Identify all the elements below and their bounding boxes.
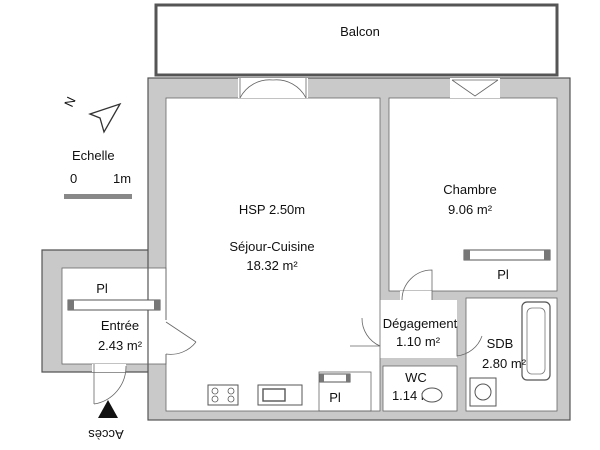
front-door: [92, 364, 127, 405]
access-arrow-icon: [98, 400, 118, 418]
degagement-area: 1.10 m²: [396, 334, 441, 349]
compass-icon: N: [61, 94, 122, 134]
scale-title: Echelle: [72, 148, 115, 163]
scale-zero: 0: [70, 171, 77, 186]
scale-bar: [64, 194, 132, 199]
entree-closet: Pl: [67, 281, 161, 311]
access-label: Accès: [88, 427, 124, 442]
scale-one: 1m: [113, 171, 131, 186]
entree-area: 2.43 m²: [98, 338, 143, 353]
degagement-floor: [380, 300, 457, 358]
wc-side-closet-label: Pl: [329, 390, 341, 405]
chambre-closet: Pl: [463, 249, 551, 282]
kitchen-hob: [207, 384, 239, 406]
sdb-area: 2.80 m²: [482, 356, 527, 371]
wc-floor: [383, 366, 457, 411]
entree-floor: [62, 268, 166, 364]
sdb-door: [456, 326, 483, 357]
sdb-name: SDB: [487, 336, 514, 351]
north-label: N: [61, 94, 79, 109]
bathtub: [521, 301, 551, 381]
room-floors: [62, 98, 557, 411]
sejour-name: Séjour-Cuisine: [229, 239, 314, 254]
washbasin: [469, 377, 497, 407]
degagement-door: [350, 317, 381, 347]
wc-side-closet: Pl: [319, 373, 351, 405]
chambre-name: Chambre: [443, 182, 496, 197]
wc-name: WC: [405, 370, 427, 385]
chambre-window: [450, 78, 500, 98]
scale-legend: Echelle 0 1m: [64, 148, 132, 199]
chambre-door: [400, 269, 433, 301]
toilet: [421, 387, 443, 403]
sejour-floor: [166, 98, 380, 411]
balcony-door: [238, 78, 308, 99]
chambre-area: 9.06 m²: [448, 202, 493, 217]
degagement-name: Dégagement: [383, 316, 458, 331]
chambre-closet-label: Pl: [497, 267, 509, 282]
entree-sejour-door: [157, 320, 197, 355]
balcony: Balcon: [154, 3, 559, 77]
sejour-area: 18.32 m²: [246, 258, 298, 273]
kitchen-sink: [257, 384, 303, 406]
ceiling-height-label: HSP 2.50m: [239, 202, 305, 217]
balcony-label: Balcon: [340, 24, 380, 39]
entree-name: Entrée: [101, 318, 139, 333]
entree-closet-label: Pl: [96, 281, 108, 296]
